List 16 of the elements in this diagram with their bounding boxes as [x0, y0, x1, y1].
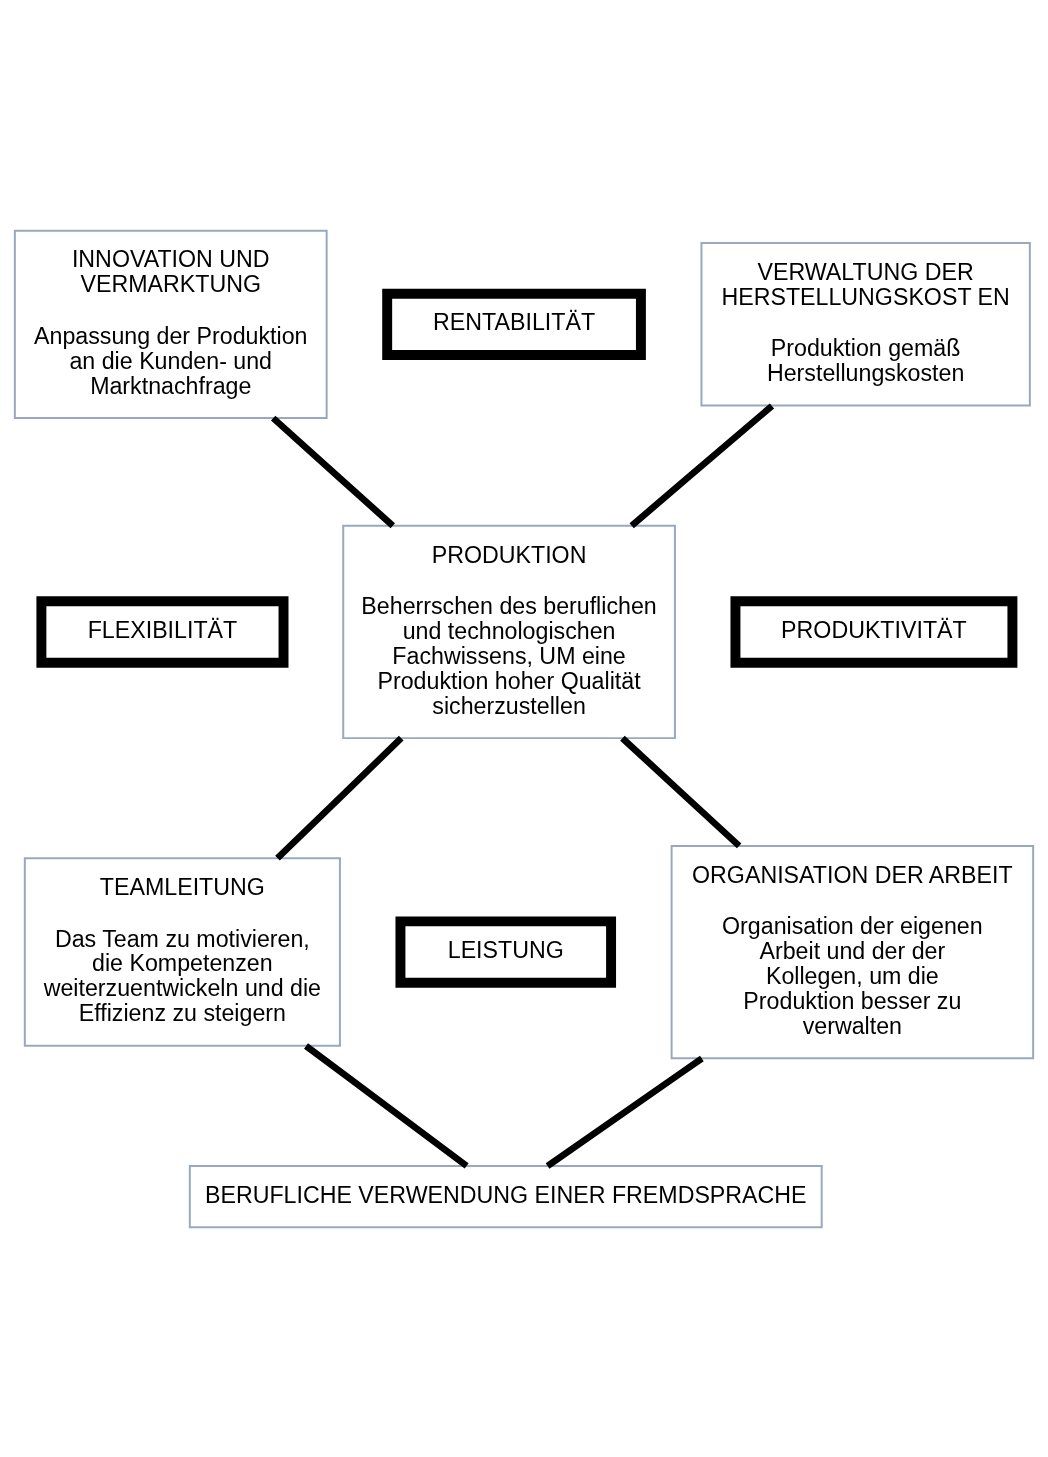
node-box: TEAMLEITUNG Das Team zu motivieren, die Kompetenzen weiterzuentwickeln und die Effizienz zu steigern	[23, 856, 341, 1047]
node-box: PRODUKTION Beherrschen des beruflichen und technologischen Fachwissens, UM eine Produktion hoher Qualität sicherzustellen	[342, 524, 676, 739]
node-box: LEISTUNG	[395, 915, 617, 988]
node-box: RENTABILITÄT	[382, 288, 646, 360]
node-box: VERWALTUNG DER HERSTELLUNGSKOST EN Produktion gemäß Herstellungskosten	[700, 241, 1031, 407]
connector	[275, 735, 404, 861]
node-box: PRODUKTIVITÄT	[730, 595, 1018, 668]
connector	[304, 1042, 469, 1168]
node-box: FLEXIBILITÄT	[36, 595, 289, 668]
connector	[629, 402, 775, 528]
connector	[545, 1055, 704, 1169]
node-box: BERUFLICHE VERWENDUNG EINER FREMDSPRACHE	[188, 1164, 823, 1228]
node-box: ORGANISATION DER ARBEIT Organisation der eigenen Arbeit und der der Kollegen, um die Produktion besser zu verwalten	[670, 844, 1035, 1059]
connector	[620, 735, 742, 848]
node-box: INNOVATION UND VERMARKTUNG Anpassung der Produktion an die Kunden- und Marktnachfrage	[13, 229, 328, 419]
connector	[270, 415, 395, 528]
